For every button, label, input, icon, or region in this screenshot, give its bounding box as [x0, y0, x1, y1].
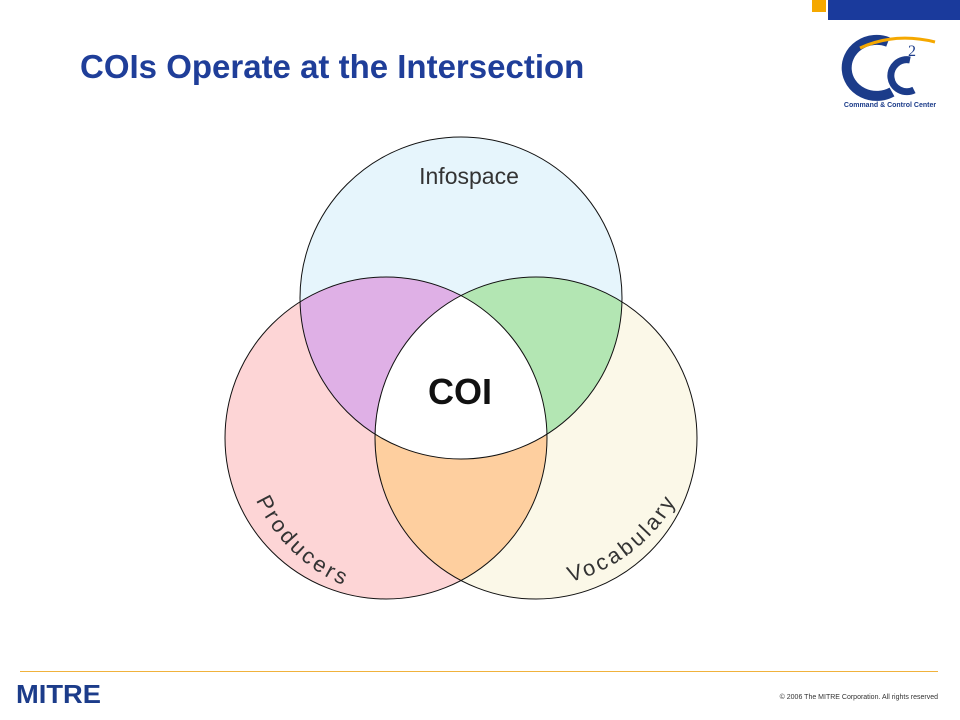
logo-text: Command & Control Center [844, 102, 936, 109]
c2c-logo-mark: 2 [841, 34, 936, 101]
intersection-coi [375, 277, 547, 459]
mitre-logo: MITRE [16, 679, 101, 709]
footer-divider [20, 671, 938, 672]
slide-title: COIs Operate at the Intersection [80, 48, 585, 85]
label-infospace: Infospace [419, 163, 519, 189]
outline-infospace [299, 136, 623, 460]
c2c-logo: 2 Command & Control Center [841, 34, 936, 109]
corner-accent-blue [828, 0, 960, 20]
outline-vocabulary [374, 276, 698, 600]
corner-accent-gold [812, 0, 826, 12]
copyright-notice: © 2006 The MITRE Corporation. All rights… [779, 694, 938, 701]
svg-text:2: 2 [908, 43, 916, 60]
outline-producers [224, 276, 548, 600]
label-coi: COI [428, 371, 492, 412]
